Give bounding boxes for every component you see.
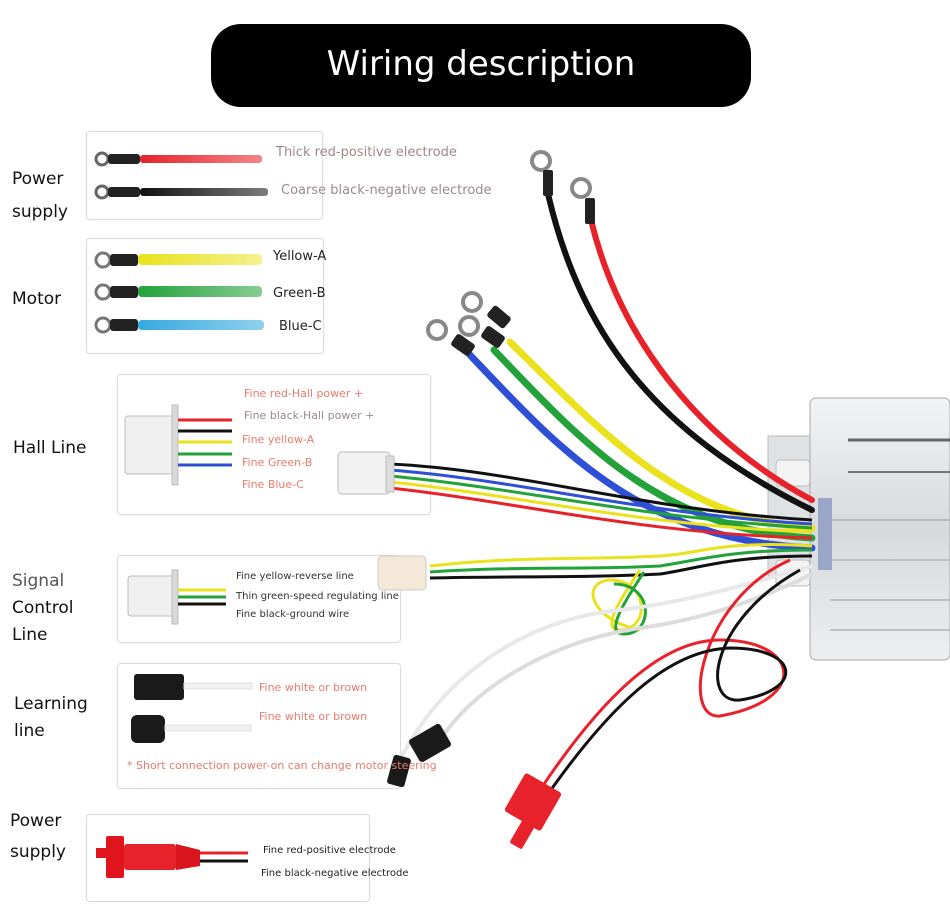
wire-label: Fine yellow-A: [242, 433, 315, 446]
learning-label-line2: line: [14, 721, 45, 741]
title-banner: Wiring description: [211, 24, 751, 107]
learning-label-line1: Learning: [14, 694, 88, 714]
wire-label: Fine white or brown: [259, 681, 368, 694]
page-title: Wiring description: [326, 44, 636, 84]
wire-label: Fine black-negative electrode: [261, 868, 409, 879]
ring-terminal-icon: [94, 151, 110, 167]
learning-note: * Short connection power-on can change m…: [127, 759, 437, 772]
hall-connector-icon: [124, 404, 232, 486]
wire-label: Thick red-positive electrode: [276, 145, 457, 160]
signal-label-line1: Signal: [12, 571, 65, 591]
learning-cable: [387, 564, 813, 788]
power-small-label-line2: supply: [10, 842, 66, 862]
thick-power-cables: [530, 150, 815, 513]
learning-connector-icon: [131, 674, 253, 743]
power-supply-label-line2: supply: [12, 202, 68, 222]
wire-label: Green-B: [273, 286, 326, 301]
signal-connector-icon: [127, 569, 226, 625]
wire-label: Fine yellow-reverse line: [236, 571, 354, 582]
wire-label: Fine black-ground wire: [236, 609, 350, 620]
wire-label: Coarse black-negative electrode: [281, 183, 492, 198]
wire-label: Fine white or brown: [259, 710, 368, 723]
ring-terminal-icon: [94, 283, 112, 301]
motor-label: Motor: [12, 289, 62, 309]
power-supply-label-line1: Power: [12, 169, 64, 189]
hall-line-label: Hall Line: [13, 438, 87, 458]
power-supply-label: Power supply: [12, 166, 68, 226]
wire-label: Blue-C: [279, 319, 322, 334]
wire-label: Fine Blue-C: [242, 478, 304, 491]
hall-cable: [337, 451, 813, 540]
wire-label: Yellow-A: [273, 249, 327, 264]
learning-line-label: Learning line: [14, 691, 88, 745]
power-supply-box: [86, 131, 323, 220]
signal-control-label: Signal Control Line: [12, 568, 73, 649]
main-power-wires: [94, 151, 268, 200]
signal-cable: [377, 543, 813, 636]
signal-label-line3: Line: [12, 625, 48, 645]
power-supply-small-label: Power supply: [10, 808, 66, 866]
power-small-label-line1: Power: [10, 811, 62, 831]
wire-label: Fine Green-B: [242, 456, 313, 469]
wire-label: Thin green-speed regulating line: [236, 591, 399, 602]
power-connector-icon: [96, 836, 248, 878]
ring-terminal-icon: [94, 251, 112, 269]
signal-label-line2: Control: [12, 598, 74, 618]
ring-terminal-icon: [94, 184, 110, 200]
small-power-cable: [504, 558, 801, 849]
motor-wires: [94, 251, 264, 334]
wire-label: Fine black-Hall power +: [244, 409, 375, 422]
ring-terminal-icon: [94, 316, 112, 334]
wire-label: Fine red-Hall power +: [244, 387, 364, 400]
motor-phase-cables: [426, 291, 816, 552]
wire-label: Fine red-positive electrode: [263, 845, 396, 856]
